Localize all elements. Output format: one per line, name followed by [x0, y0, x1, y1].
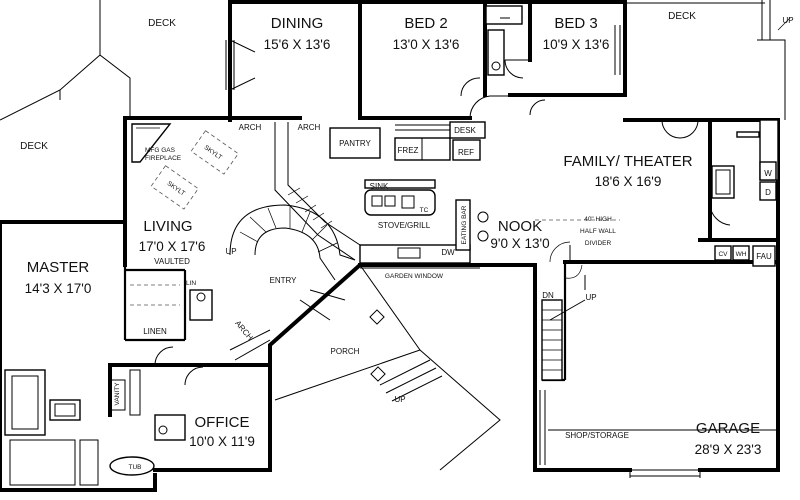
family-fixtures: [529, 99, 779, 263]
kitchen-fixtures: [329, 95, 510, 269]
desk-label: DESK: [454, 126, 476, 135]
pantry-box: [329, 127, 381, 159]
divider-label-1: 40" HIGH: [584, 216, 612, 223]
dining-size: 15'6 X 13'6: [264, 37, 331, 52]
porch-label: PORCH: [331, 347, 360, 356]
family-size: 18'6 X 16'9: [595, 174, 662, 189]
skylight-label-1: SKYLT: [203, 144, 224, 161]
trash-compactor-label: TC: [420, 207, 429, 214]
bed2-size: 13'0 X 13'6: [393, 37, 460, 52]
bed2-name: BED 2: [404, 15, 447, 32]
dining-doors: [225, 39, 256, 91]
garage-size: 28'9 X 23'3: [695, 442, 762, 457]
garden-window-label: GARDEN WINDOW: [385, 273, 444, 280]
arch-label-kitchen: ARCH: [298, 123, 321, 132]
sink-label: SINK: [370, 182, 389, 191]
linen-closet-label: LINEN: [143, 327, 167, 336]
dining-name: DINING: [271, 15, 324, 32]
dishwasher-label: DW: [441, 248, 455, 257]
bed3-name: BED 3: [554, 15, 597, 32]
cv-box: [714, 245, 732, 261]
skylight-2: [150, 165, 199, 210]
garage-name: GARAGE: [696, 420, 760, 437]
arch-label-living: ARCH: [239, 123, 262, 132]
garage-details: [539, 245, 778, 478]
up-label-garage: UP: [585, 293, 596, 302]
fau-label: FAU: [756, 252, 772, 261]
master-bath-fixtures: [4, 284, 213, 486]
eating-bar-label: EATING BAR: [461, 205, 468, 244]
living-name: LIVING: [143, 218, 192, 235]
bed-bath-fixtures: [460, 5, 621, 97]
office-size: 10'0 X 11'9: [189, 434, 255, 449]
eating-bar: [455, 199, 471, 251]
bed3-size: 10'9 X 13'6: [543, 37, 610, 52]
fireplace-label-2: FIREPLACE: [145, 155, 182, 162]
office-name: OFFICE: [195, 414, 250, 431]
deck-label-left: DECK: [20, 141, 48, 152]
wh-box: [732, 245, 750, 261]
living-size: 17'0 X 17'6: [139, 239, 206, 254]
freezer-label: FREZ: [398, 146, 419, 155]
family-name: FAMILY/ THEATER: [563, 153, 692, 170]
linen-closet-label-short: LIN: [186, 280, 196, 287]
up-label-top-right: UP: [782, 16, 793, 25]
fau-box: [752, 245, 776, 267]
arch-label-bath: ARCH: [233, 319, 255, 342]
entry-label: ENTRY: [270, 276, 298, 285]
walls: [0, 0, 780, 492]
porch-details: [274, 264, 501, 471]
cv-label: CV: [718, 251, 728, 258]
deck-label-top-left: DECK: [148, 18, 176, 29]
washer-label: W: [764, 169, 772, 178]
living-details: [131, 122, 361, 361]
nook-name: NOOK: [498, 218, 542, 235]
master-size: 14'3 X 17'0: [25, 281, 92, 296]
pantry-label: PANTRY: [339, 139, 371, 148]
fireplace-label-1: MFG GAS: [145, 147, 176, 154]
up-label-porch: UP: [394, 395, 405, 404]
bathtub: [109, 456, 155, 476]
fridge-label: REF: [458, 148, 474, 157]
vanity-label: VANITY: [114, 382, 121, 406]
skylight-label-2: SKYLT: [166, 180, 187, 197]
master-name: MASTER: [27, 259, 90, 276]
stove-label: STOVE/GRILL: [378, 221, 431, 230]
nook-size: 9'0 X 13'0: [490, 236, 549, 251]
fireplace: [131, 123, 172, 163]
tub-label: TUB: [129, 464, 142, 471]
divider-label-3: DIVIDER: [585, 240, 612, 247]
down-label-garage: DN: [542, 291, 554, 300]
water-heater-label: WH: [736, 251, 747, 258]
divider-label-2: HALF WALL: [580, 228, 616, 235]
shop-storage-label: SHOP/STORAGE: [565, 431, 629, 440]
up-label-living: UP: [225, 247, 236, 256]
deck-label-right: DECK: [668, 11, 696, 22]
skylight-1: [190, 130, 239, 175]
living-note: VAULTED: [154, 257, 190, 266]
dryer-label: D: [765, 188, 771, 197]
small-labels: DECK DECK DECK UP ARCH ARCH ARCH PANTRY …: [20, 11, 793, 471]
room-labels: DINING 15'6 X 13'6 BED 2 13'0 X 13'6 BED…: [25, 15, 762, 457]
